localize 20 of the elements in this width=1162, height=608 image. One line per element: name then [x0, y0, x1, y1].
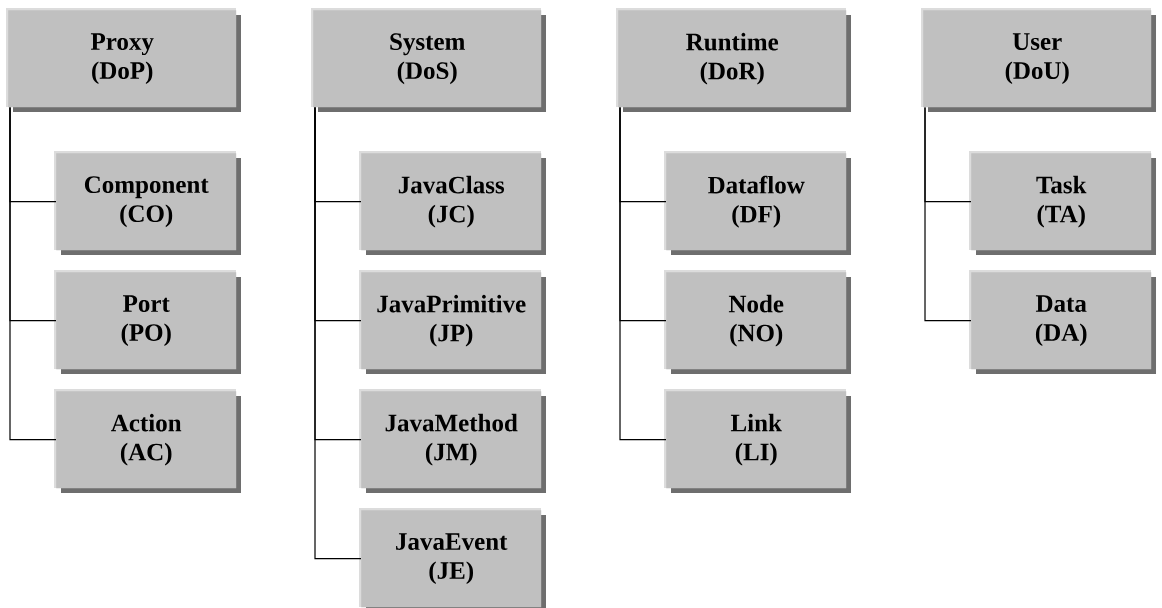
category-box: Port (PO) — [54, 270, 241, 374]
category-box: JavaEvent (JE) — [359, 508, 546, 608]
category-box: Runtime (DoR) — [616, 8, 851, 112]
tree-connector — [619, 106, 667, 441]
category-box: JavaClass (JC) — [359, 151, 546, 255]
category-box: JavaPrimitive (JP) — [359, 270, 546, 374]
category-box: Component (CO) — [54, 151, 241, 255]
category-box: Action (AC) — [54, 389, 241, 493]
tree-connector — [9, 106, 57, 441]
category-box: User (DoU) — [921, 8, 1156, 112]
category-box: Dataflow (DF) — [664, 151, 851, 255]
category-box: JavaMethod (JM) — [359, 389, 546, 493]
category-box: Data (DA) — [969, 270, 1156, 374]
tree-connector — [924, 106, 972, 322]
tree-connector — [314, 106, 362, 560]
category-box: Link (LI) — [664, 389, 851, 493]
category-box: Task (TA) — [969, 151, 1156, 255]
category-box: System (DoS) — [311, 8, 546, 112]
category-box: Node (NO) — [664, 270, 851, 374]
category-box: Proxy (DoP) — [6, 8, 241, 112]
